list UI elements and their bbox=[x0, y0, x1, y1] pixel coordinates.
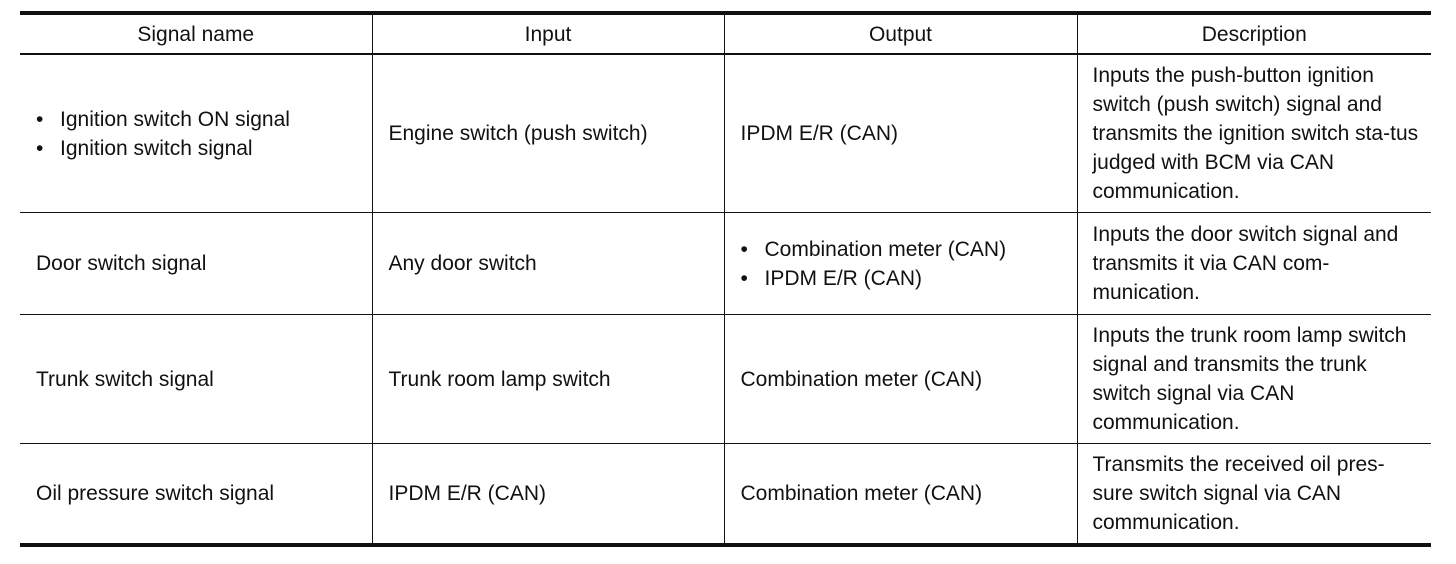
column-header-output: Output bbox=[723, 13, 1077, 54]
bullet-icon: • bbox=[740, 237, 748, 261]
input-cell: Any door switch bbox=[371, 212, 724, 315]
bullet-icon: • bbox=[36, 107, 44, 131]
column-header-input: Input bbox=[371, 13, 724, 54]
table-header-row: Signal name Input Output Description bbox=[20, 13, 1431, 54]
bullet-icon: • bbox=[740, 266, 748, 290]
description-cell: Inputs the trunk room lamp switch signal… bbox=[1076, 314, 1431, 444]
signal-table: Signal name Input Output Description •Ig… bbox=[20, 11, 1431, 547]
list-item: •Combination meter (CAN) bbox=[741, 235, 1063, 264]
table-row: Oil pressure switch signal IPDM E/R (CAN… bbox=[20, 443, 1431, 545]
column-header-signal-name: Signal name bbox=[137, 22, 255, 46]
input-cell: Engine switch (push switch) bbox=[371, 54, 724, 213]
input-cell: Trunk room lamp switch bbox=[371, 314, 724, 444]
output-list: •Combination meter (CAN) •IPDM E/R (CAN) bbox=[741, 235, 1063, 293]
signal-name-cell: •Ignition switch ON signal •Ignition swi… bbox=[20, 54, 372, 213]
table-row: Door switch signal Any door switch •Comb… bbox=[20, 212, 1431, 315]
output-cell: Combination meter (CAN) bbox=[723, 443, 1077, 545]
description-cell: Transmits the received oil pres-sure swi… bbox=[1076, 443, 1431, 545]
description-cell: Inputs the door switch signal and transm… bbox=[1076, 212, 1431, 315]
column-header-description: Description bbox=[1076, 13, 1431, 54]
output-cell: Combination meter (CAN) bbox=[723, 314, 1077, 444]
input-cell: IPDM E/R (CAN) bbox=[371, 443, 724, 545]
output-cell: IPDM E/R (CAN) bbox=[723, 54, 1077, 213]
signal-name-cell: Oil pressure switch signal bbox=[36, 482, 275, 505]
list-item: •IPDM E/R (CAN) bbox=[741, 264, 1063, 293]
table-row: •Ignition switch ON signal •Ignition swi… bbox=[20, 54, 1431, 213]
signal-name-cell: Trunk switch signal bbox=[36, 367, 214, 391]
list-item: •Ignition switch ON signal bbox=[36, 105, 358, 134]
list-item: •Ignition switch signal bbox=[36, 134, 358, 163]
table-row: Trunk switch signal Trunk room lamp swit… bbox=[20, 314, 1431, 444]
description-cell: Inputs the push-button ignition switch (… bbox=[1076, 54, 1431, 213]
output-cell: •Combination meter (CAN) •IPDM E/R (CAN) bbox=[723, 212, 1077, 315]
signal-name-list: •Ignition switch ON signal •Ignition swi… bbox=[36, 105, 358, 163]
signal-name-cell: Door switch signal bbox=[36, 252, 207, 275]
bullet-icon: • bbox=[36, 136, 44, 160]
